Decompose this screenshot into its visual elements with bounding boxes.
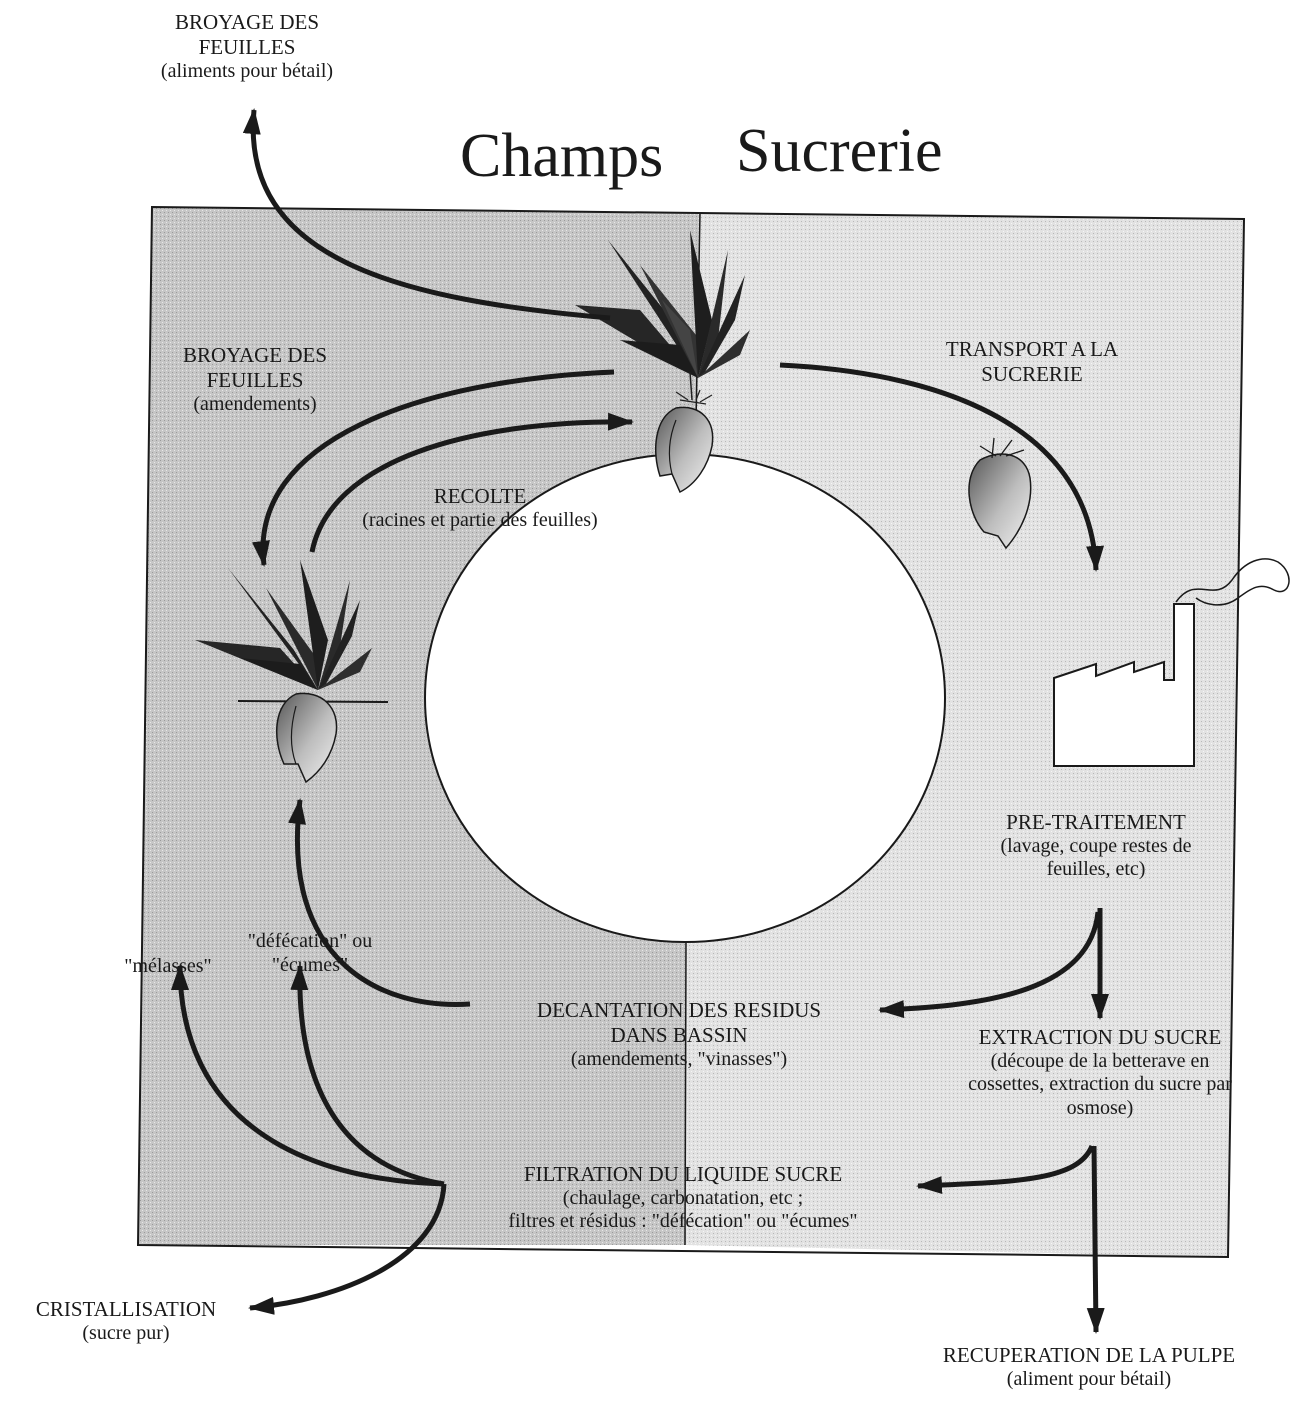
label-transport: TRANSPORT A LA SUCRERIE <box>946 337 1118 387</box>
label-sub: (aliment pour bétail) <box>943 1368 1235 1392</box>
label-filtration: FILTRATION DU LIQUIDE SUCRE (chaulage, c… <box>508 1162 857 1234</box>
label-sub: "mélasses" <box>124 955 211 979</box>
label-sub: (lavage, coupe restes de <box>1000 835 1191 859</box>
label-sub: feuilles, etc) <box>1000 858 1191 882</box>
label-line: SUCRERIE <box>946 362 1118 387</box>
label-line: DECANTATION DES RESIDUS <box>537 998 821 1023</box>
label-broyage-aliments: BROYAGE DES FEUILLES (aliments pour béta… <box>161 10 333 83</box>
label-sub: cossettes, extraction du sucre par <box>968 1073 1232 1097</box>
label-line: EXTRACTION DU SUCRE <box>968 1025 1232 1050</box>
label-line: TRANSPORT A LA <box>946 337 1118 362</box>
label-sub: (chaulage, carbonatation, etc ; <box>508 1187 857 1211</box>
label-sub: filtres et résidus : "défécation" ou "éc… <box>508 1210 857 1234</box>
label-cristallisation: CRISTALLISATION (sucre pur) <box>36 1297 216 1345</box>
label-pulpe: RECUPERATION DE LA PULPE (aliment pour b… <box>943 1343 1235 1391</box>
label-line: RECOLTE <box>362 484 597 509</box>
label-sub: (sucre pur) <box>36 1322 216 1346</box>
label-line: FEUILLES <box>183 368 327 393</box>
title-champs: Champs <box>460 125 663 187</box>
label-sub: "défécation" ou <box>248 930 373 954</box>
label-broyage-amendements: BROYAGE DES FEUILLES (amendements) <box>183 343 327 416</box>
label-decantation: DECANTATION DES RESIDUS DANS BASSIN (ame… <box>537 998 821 1071</box>
label-line: FILTRATION DU LIQUIDE SUCRE <box>508 1162 857 1187</box>
label-sub: (racines et partie des feuilles) <box>362 509 597 533</box>
label-line: FEUILLES <box>161 35 333 60</box>
label-pretraitement: PRE-TRAITEMENT (lavage, coupe restes de … <box>1000 810 1191 882</box>
label-sub: (amendements) <box>183 393 327 417</box>
label-melasses: "mélasses" <box>124 955 211 979</box>
label-sub: (amendements, "vinasses") <box>537 1048 821 1072</box>
label-recolte: RECOLTE (racines et partie des feuilles) <box>362 484 597 532</box>
label-line: PRE-TRAITEMENT <box>1000 810 1191 835</box>
label-extraction: EXTRACTION DU SUCRE (découpe de la bette… <box>968 1025 1232 1121</box>
label-line: CRISTALLISATION <box>36 1297 216 1322</box>
title-sucrerie: Sucrerie <box>736 120 943 182</box>
label-sub: osmose) <box>968 1097 1232 1121</box>
label-line: DANS BASSIN <box>537 1023 821 1048</box>
label-sub: "écumes" <box>248 954 373 978</box>
label-line: RECUPERATION DE LA PULPE <box>943 1343 1235 1368</box>
label-line: BROYAGE DES <box>161 10 333 35</box>
label-line: BROYAGE DES <box>183 343 327 368</box>
label-sub: (découpe de la betterave en <box>968 1050 1232 1074</box>
label-sub: (aliments pour bétail) <box>161 60 333 84</box>
label-defecation: "défécation" ou "écumes" <box>248 930 373 977</box>
